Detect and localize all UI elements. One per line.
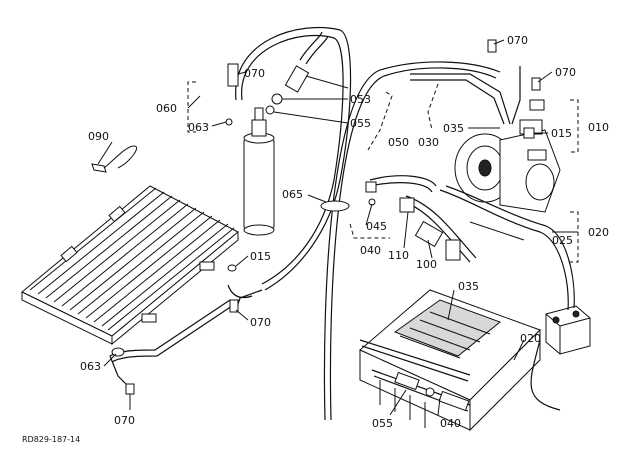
- callout-110: 110: [388, 249, 409, 262]
- callout-060: 060: [156, 102, 177, 115]
- callout-063-bottom: 063: [80, 360, 101, 373]
- callout-070-drier: 070: [244, 67, 265, 80]
- callout-090: 090: [88, 130, 109, 143]
- callout-100: 100: [416, 258, 437, 271]
- receiver-drier: [243, 107, 275, 236]
- callout-065: 065: [282, 188, 303, 201]
- callout-020-right: 020: [588, 226, 609, 239]
- callout-055-bottom: 055: [372, 417, 393, 430]
- expansion-valve-block: [545, 305, 591, 355]
- group-brackets: [187, 81, 579, 263]
- callout-015-compressor: 015: [551, 127, 572, 140]
- callout-025: 025: [552, 234, 573, 247]
- callout-015-condenser: 015: [250, 250, 271, 263]
- callout-070-compressor: 070: [555, 66, 576, 79]
- callout-053: 053: [350, 93, 371, 106]
- callout-040-mid: 040: [360, 244, 381, 257]
- condenser: [21, 185, 239, 346]
- callout-050: 050: [388, 136, 409, 149]
- refrigerant-hoses: [109, 26, 575, 421]
- callout-063-top: 063: [188, 121, 209, 134]
- callout-035-bottom: 035: [458, 280, 479, 293]
- callout-labels: 070 070 070 070 070 060 063 063 090 053 …: [22, 34, 609, 444]
- callout-070-bottom: 070: [114, 414, 135, 427]
- compressor: [454, 119, 561, 213]
- callout-070-top-right: 070: [507, 34, 528, 47]
- callout-040-bottom: 040: [440, 417, 461, 430]
- evaporator-housing: [359, 289, 541, 432]
- callout-035-top: 035: [443, 122, 464, 135]
- fittings: [91, 39, 545, 412]
- callout-045: 045: [366, 220, 387, 233]
- callout-020-bottom: 020: [520, 332, 541, 345]
- callout-010: 010: [588, 121, 609, 134]
- callout-055-top: 055: [350, 117, 371, 130]
- callout-030: 030: [418, 136, 439, 149]
- callout-070-condenser: 070: [250, 316, 271, 329]
- figure-reference-code: RD829-187-14: [22, 435, 80, 444]
- leader-lines: [97, 39, 578, 416]
